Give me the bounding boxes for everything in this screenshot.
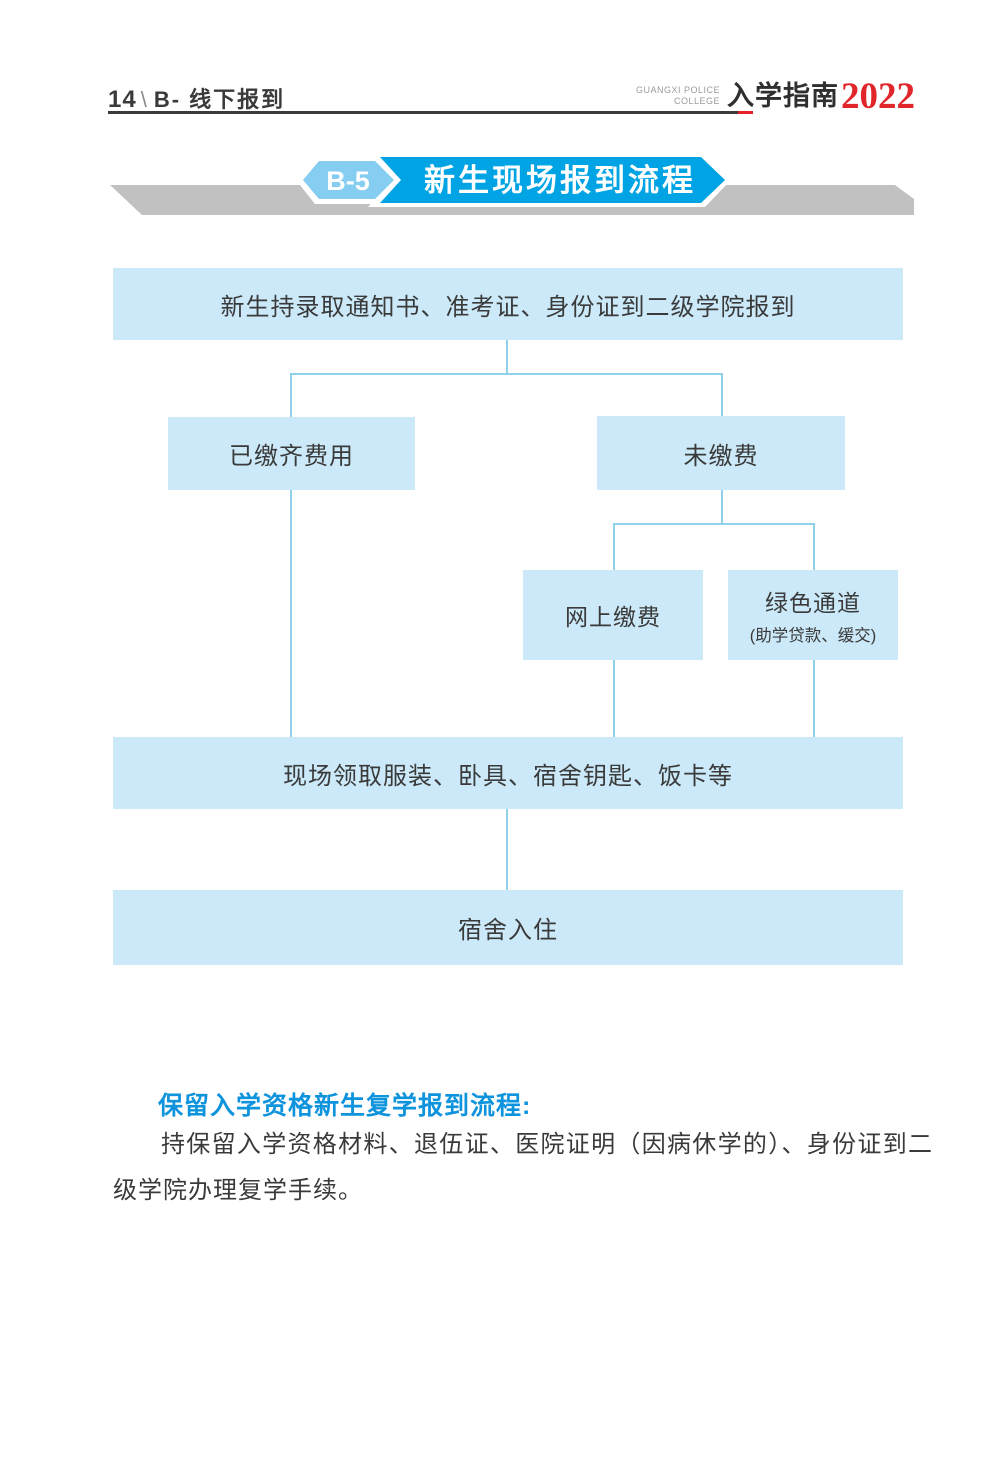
connector-paid-drop <box>290 373 292 417</box>
connector-collect-to-dorm <box>506 809 508 890</box>
flow-node-dorm-checkin: 宿舍入住 <box>113 890 903 965</box>
banner-tag-shape <box>303 161 394 199</box>
connector-online-to-collect <box>613 660 615 737</box>
note-heading: 保留入学资格新生复学报到流程: <box>158 1092 532 1120</box>
flow-node-unpaid: 未缴费 <box>597 416 845 490</box>
banner-title-shape <box>374 157 725 203</box>
header-rule-accent <box>738 111 753 114</box>
note-body: 持保留入学资格材料、退伍证、医院证明（因病休学的）、身份证到二级学院办理复学手续… <box>113 1131 933 1204</box>
page-number: 14 <box>108 86 137 113</box>
connector-branch-bar <box>290 373 722 375</box>
header-right: GUANGXI POLICE COLLEGE 入学指南 2022 <box>636 74 915 115</box>
green-channel-label: 绿色通道 <box>765 590 861 616</box>
green-channel-note: (助学贷款、缓交) <box>749 627 877 645</box>
flow-node-report-to-college: 新生持录取通知书、准考证、身份证到二级学院报到 <box>113 268 903 340</box>
section-title: B- 线下报到 <box>153 87 286 112</box>
flow-node-online-payment: 网上缴费 <box>523 570 703 660</box>
connector-unpaid-drop <box>721 373 723 416</box>
header-left: 14 \ B- 线下报到 <box>108 82 285 114</box>
connector-green-to-collect <box>813 660 815 737</box>
connector-paid-to-collect <box>290 490 292 737</box>
connector-top-drop <box>506 340 508 374</box>
connector-green-drop <box>813 523 815 570</box>
header-rule <box>108 111 738 114</box>
flow-node-green-channel: 绿色通道 (助学贷款、缓交) <box>728 570 898 660</box>
banner-tag-label: B-5 <box>326 166 370 196</box>
guide-year: 2022 <box>841 76 915 117</box>
flow-node-paid: 已缴齐费用 <box>168 417 415 490</box>
banner-title-label: 新生现场报到流程 <box>424 163 696 198</box>
college-name-english: GUANGXI POLICE COLLEGE <box>636 85 720 115</box>
section-banner: B-5 新生现场报到流程 <box>110 153 914 215</box>
connector-payment-branch-bar <box>613 523 814 525</box>
connector-online-drop <box>613 523 615 570</box>
page-number-separator: \ <box>140 87 147 112</box>
guide-title: 入学指南 <box>727 81 839 111</box>
college-name-line2: COLLEGE <box>673 96 720 106</box>
flow-node-collect-items: 现场领取服装、卧具、宿舍钥匙、饭卡等 <box>113 737 903 809</box>
connector-unpaid-split-drop <box>721 490 723 524</box>
college-name-line1: GUANGXI POLICE <box>635 85 720 95</box>
